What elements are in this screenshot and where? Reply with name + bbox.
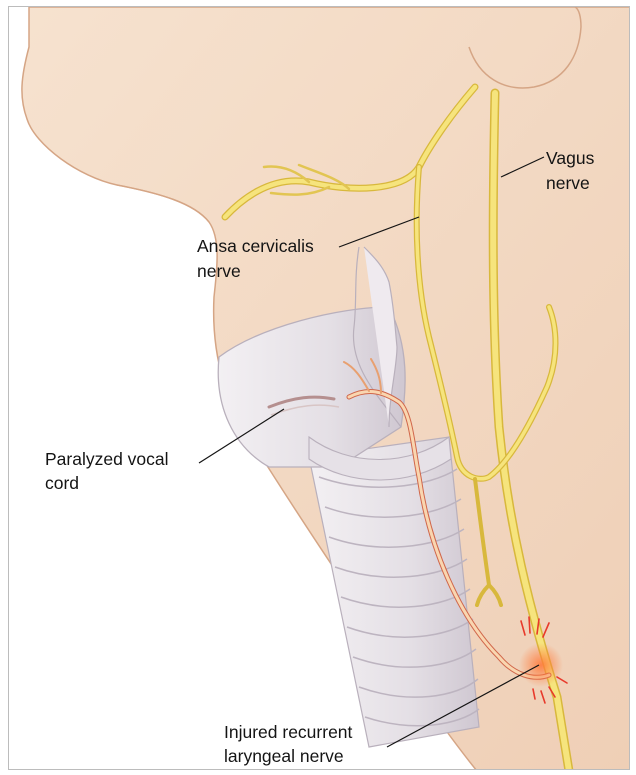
injured-label-line2: laryngeal nerve (224, 746, 344, 766)
ansa-label-line2: nerve (197, 261, 241, 281)
vagus-label-line2: nerve (546, 173, 590, 193)
ansa-label-line1: Ansa cervicalis (197, 236, 314, 256)
vocal-label-line1: Paralyzed vocal (45, 449, 169, 469)
vocal-label-line2: cord (45, 473, 79, 493)
vagus-label-line1: Vagus (546, 148, 595, 168)
anatomy-illustration: Vagus nerve Ansa cervicalis nerve Paraly… (8, 6, 630, 770)
injured-label-line1: Injured recurrent (224, 722, 353, 742)
